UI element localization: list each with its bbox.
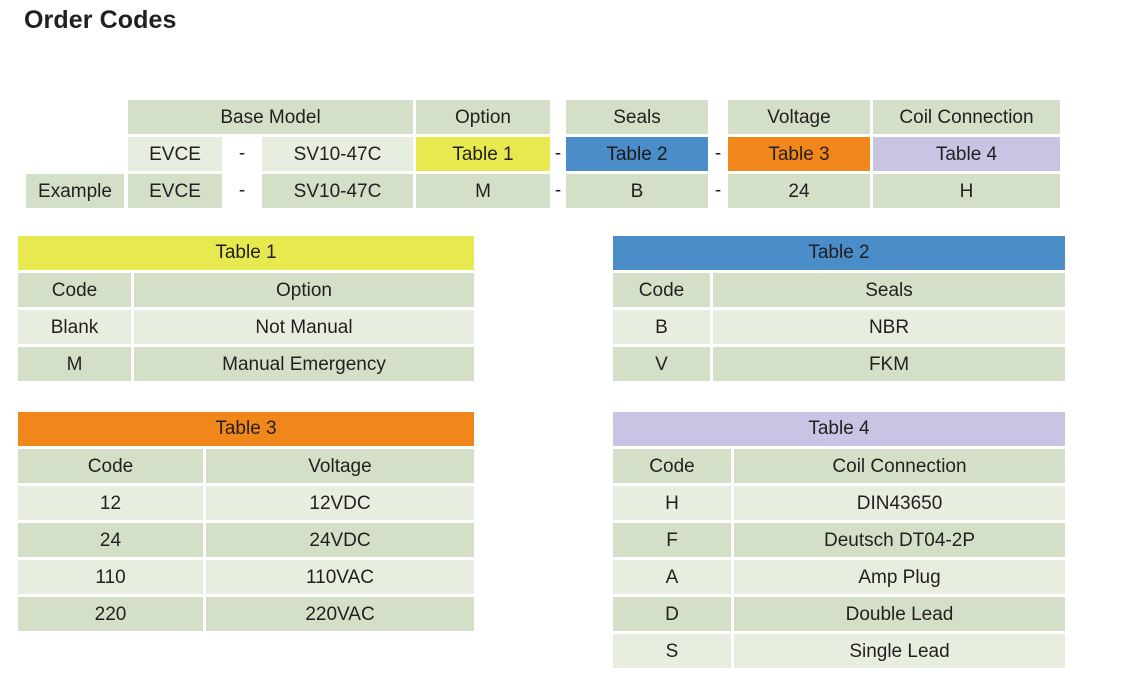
table-2-col-code: Code bbox=[613, 273, 710, 307]
table-2: Table 2 Code Seals B NBR V FKM bbox=[613, 236, 1065, 381]
table-row: B NBR bbox=[613, 310, 1065, 344]
table-4-header-row: Code Coil Connection bbox=[613, 449, 1065, 483]
table-row: A Amp Plug bbox=[613, 560, 1065, 594]
example-row-voltage: 24 bbox=[728, 174, 870, 208]
table-1-r1-option: Manual Emergency bbox=[134, 347, 474, 381]
table-row: H DIN43650 bbox=[613, 486, 1065, 520]
table-1-header-row: Code Option bbox=[18, 273, 474, 307]
table-row: V FKM bbox=[613, 347, 1065, 381]
table-4-r3-coil: Double Lead bbox=[734, 597, 1065, 631]
table-row: 220 220VAC bbox=[18, 597, 474, 631]
order-code-matrix: Base Model Option Seals Voltage Coil Con… bbox=[0, 100, 1126, 212]
table-4-r1-coil: Deutsch DT04-2P bbox=[734, 523, 1065, 557]
example-row-separator-3: - bbox=[714, 180, 722, 201]
table-3-col-voltage: Voltage bbox=[206, 449, 474, 483]
table-3-header-row: Code Voltage bbox=[18, 449, 474, 483]
table-4: Table 4 Code Coil Connection H DIN43650 … bbox=[613, 412, 1065, 668]
table-4-col-coil-connection: Coil Connection bbox=[734, 449, 1065, 483]
code-row-base-model-suffix: SV10-47C bbox=[262, 137, 413, 171]
code-row-separator-1: - bbox=[238, 143, 246, 164]
table-4-r2-coil: Amp Plug bbox=[734, 560, 1065, 594]
table-4-r3-code: D bbox=[613, 597, 731, 631]
code-row-separator-2: - bbox=[554, 143, 562, 164]
table-3-r2-voltage: 110VAC bbox=[206, 560, 474, 594]
table-2-title: Table 2 bbox=[613, 236, 1065, 270]
table-2-r0-seals: NBR bbox=[713, 310, 1065, 344]
table-4-r4-coil: Single Lead bbox=[734, 634, 1065, 668]
page-title: Order Codes bbox=[24, 6, 177, 34]
code-row-voltage: Table 3 bbox=[728, 137, 870, 171]
example-row-option: M bbox=[416, 174, 550, 208]
example-row-base-model-suffix: SV10-47C bbox=[262, 174, 413, 208]
example-row-seals: B bbox=[566, 174, 708, 208]
table-4-r0-coil: DIN43650 bbox=[734, 486, 1065, 520]
table-3-r1-voltage: 24VDC bbox=[206, 523, 474, 557]
table-2-r1-seals: FKM bbox=[713, 347, 1065, 381]
table-1-r1-code: M bbox=[18, 347, 131, 381]
group-header-voltage: Voltage bbox=[728, 100, 870, 134]
table-row: 12 12VDC bbox=[18, 486, 474, 520]
table-3-r3-code: 220 bbox=[18, 597, 203, 631]
table-3: Table 3 Code Voltage 12 12VDC 24 24VDC 1… bbox=[18, 412, 474, 631]
table-3-r0-code: 12 bbox=[18, 486, 203, 520]
table-2-r1-code: V bbox=[613, 347, 710, 381]
table-row: M Manual Emergency bbox=[18, 347, 474, 381]
table-row: D Double Lead bbox=[613, 597, 1065, 631]
table-3-title: Table 3 bbox=[18, 412, 474, 446]
group-header-coil-connection: Coil Connection bbox=[873, 100, 1060, 134]
table-3-r0-voltage: 12VDC bbox=[206, 486, 474, 520]
table-row: S Single Lead bbox=[613, 634, 1065, 668]
code-row-seals: Table 2 bbox=[566, 137, 708, 171]
group-header-seals: Seals bbox=[566, 100, 708, 134]
table-1: Table 1 Code Option Blank Not Manual M M… bbox=[18, 236, 474, 381]
code-row-coil-connection: Table 4 bbox=[873, 137, 1060, 171]
table-2-col-seals: Seals bbox=[713, 273, 1065, 307]
table-1-r0-code: Blank bbox=[18, 310, 131, 344]
table-2-header-row: Code Seals bbox=[613, 273, 1065, 307]
table-row: 24 24VDC bbox=[18, 523, 474, 557]
table-1-col-option: Option bbox=[134, 273, 474, 307]
example-row-label: Example bbox=[26, 174, 124, 208]
table-4-col-code: Code bbox=[613, 449, 731, 483]
example-row-separator-2: - bbox=[554, 180, 562, 201]
table-4-r1-code: F bbox=[613, 523, 731, 557]
table-1-title: Table 1 bbox=[18, 236, 474, 270]
code-row-base-model-prefix: EVCE bbox=[128, 137, 222, 171]
table-row: F Deutsch DT04-2P bbox=[613, 523, 1065, 557]
table-3-r1-code: 24 bbox=[18, 523, 203, 557]
table-1-col-code: Code bbox=[18, 273, 131, 307]
example-row-coil-connection: H bbox=[873, 174, 1060, 208]
table-3-col-code: Code bbox=[18, 449, 203, 483]
table-4-r0-code: H bbox=[613, 486, 731, 520]
example-row-separator-1: - bbox=[238, 180, 246, 201]
table-3-r3-voltage: 220VAC bbox=[206, 597, 474, 631]
table-row: Blank Not Manual bbox=[18, 310, 474, 344]
example-row-base-model-prefix: EVCE bbox=[128, 174, 222, 208]
code-row-separator-3: - bbox=[714, 143, 722, 164]
group-header-option: Option bbox=[416, 100, 550, 134]
table-4-title: Table 4 bbox=[613, 412, 1065, 446]
table-4-r4-code: S bbox=[613, 634, 731, 668]
code-row-option: Table 1 bbox=[416, 137, 550, 171]
group-header-base-model: Base Model bbox=[128, 100, 413, 134]
table-row: 110 110VAC bbox=[18, 560, 474, 594]
table-4-r2-code: A bbox=[613, 560, 731, 594]
table-2-r0-code: B bbox=[613, 310, 710, 344]
table-3-r2-code: 110 bbox=[18, 560, 203, 594]
table-1-r0-option: Not Manual bbox=[134, 310, 474, 344]
